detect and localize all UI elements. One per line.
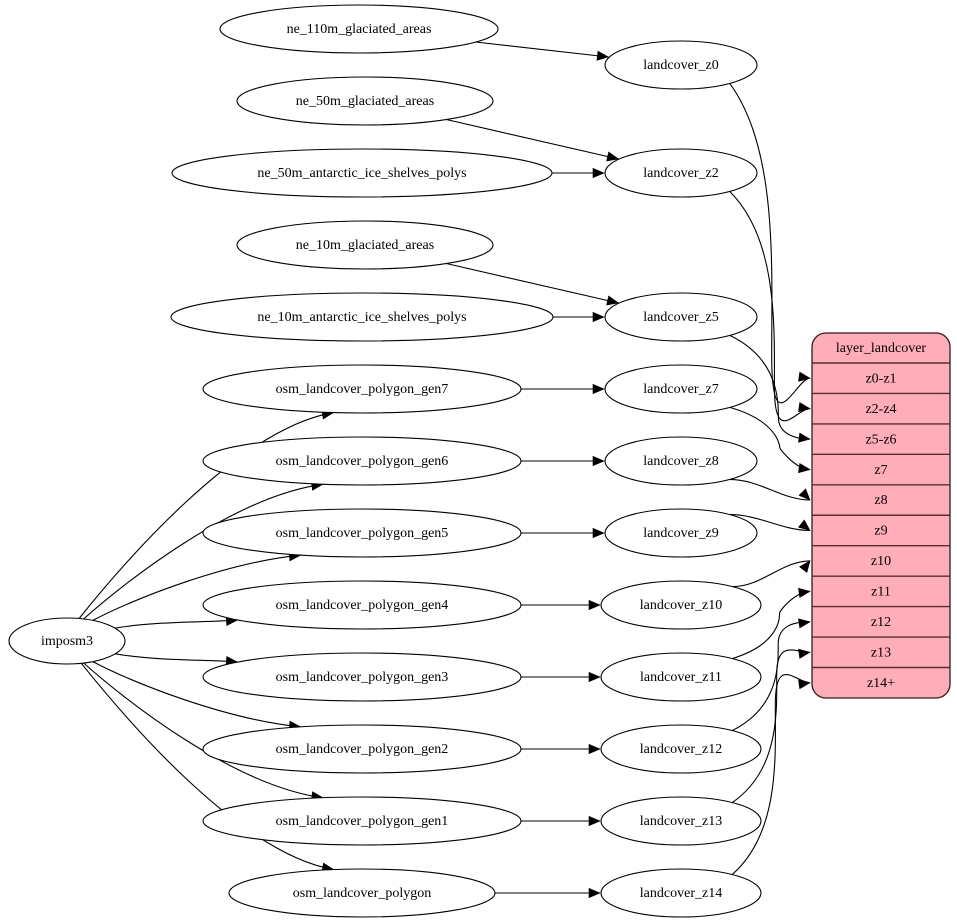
graph-node-landcover_z13[interactable]: landcover_z13: [600, 796, 762, 846]
graph-node-osm_landcover_polygon[interactable]: osm_landcover_polygon: [228, 868, 496, 918]
edge-osm_landcover_polygon_gen3-to-landcover_z11: [521, 671, 601, 683]
graph-node-ne_110m_glaciated_areas[interactable]: ne_110m_glaciated_areas: [219, 4, 499, 54]
graph-node-osm_landcover_polygon_gen4[interactable]: osm_landcover_polygon_gen4: [202, 580, 522, 630]
graph-node-landcover_z11[interactable]: landcover_z11: [600, 652, 762, 702]
edge-landcover_z2-to-record-z2-z4: [729, 191, 811, 422]
graph-node-landcover_z0[interactable]: landcover_z0: [604, 40, 758, 90]
edge-ne_110m_glaciated_areas-to-landcover_z0: [475, 41, 610, 61]
edge-osm_landcover_polygon_gen7-to-landcover_z7: [521, 383, 605, 395]
edge-landcover_z11-to-record-z11: [732, 587, 811, 660]
edge-landcover_z13-to-record-z13: [731, 648, 811, 804]
edge-osm_landcover_polygon-to-landcover_z14: [495, 887, 601, 899]
nodes-layer: imposm3 ne_110m_glaciated_areas ne_50m_gla…: [8, 4, 762, 918]
graph-node-ne_50m_antarctic_ice_shelves_polys[interactable]: ne_50m_antarctic_ice_shelves_polys: [171, 148, 553, 198]
edge-imposm3-to-osm_landcover_polygon_gen3: [115, 653, 239, 667]
edge-ne_10m_glaciated_areas-to-landcover_z5: [446, 262, 620, 306]
edge-landcover_z14-to-record-z14+: [731, 673, 811, 876]
graph-node-landcover_z9[interactable]: landcover_z9: [604, 508, 758, 558]
graph-node-ne_50m_glaciated_areas[interactable]: ne_50m_glaciated_areas: [236, 76, 494, 126]
graph-node-landcover_z8[interactable]: landcover_z8: [604, 436, 758, 486]
graph-node-osm_landcover_polygon_gen5[interactable]: osm_landcover_polygon_gen5: [202, 508, 522, 558]
graph-node-landcover_z12[interactable]: landcover_z12: [600, 724, 762, 774]
graph-node-osm_landcover_polygon_gen2[interactable]: osm_landcover_polygon_gen2: [202, 724, 522, 774]
graph-node-landcover_z5[interactable]: landcover_z5: [604, 292, 758, 342]
edge-osm_landcover_polygon_gen1-to-landcover_z13: [521, 815, 601, 827]
edge-ne_50m_antarctic_ice_shelves_polys-to-landcover_z2: [552, 167, 605, 179]
edge-landcover_z10-to-record-z10: [732, 560, 811, 588]
record-node-layer-landcover[interactable]: layer_landcoverz0-z1z2-z4z5-z6z7z8z9z10z…: [811, 332, 951, 699]
edge-landcover_z12-to-record-z12: [731, 618, 811, 732]
graph-node-imposm3[interactable]: imposm3: [8, 617, 126, 665]
graph-node-landcover_z10[interactable]: landcover_z10: [600, 580, 762, 630]
edge-landcover_z0-to-record-z0-z1: [729, 83, 811, 404]
graph-node-osm_landcover_polygon_gen3[interactable]: osm_landcover_polygon_gen3: [202, 652, 522, 702]
edge-landcover_z8-to-record-z8: [729, 478, 811, 501]
graph-node-osm_landcover_polygon_gen6[interactable]: osm_landcover_polygon_gen6: [202, 436, 522, 486]
graph-node-landcover_z7[interactable]: landcover_z7: [604, 364, 758, 414]
edge-ne_50m_glaciated_areas-to-landcover_z2: [446, 118, 620, 162]
graph-node-landcover_z14[interactable]: landcover_z14: [600, 868, 762, 918]
graph-node-ne_10m_glaciated_areas[interactable]: ne_10m_glaciated_areas: [236, 220, 494, 270]
graph-node-osm_landcover_polygon_gen1[interactable]: osm_landcover_polygon_gen1: [202, 796, 522, 846]
edge-imposm3-to-osm_landcover_polygon_gen4: [115, 615, 239, 629]
edge-landcover_z5-to-record-z5-z6: [729, 334, 811, 443]
edge-osm_landcover_polygon_gen6-to-landcover_z8: [521, 455, 605, 467]
record-node-layer: layer_landcoverz0-z1z2-z4z5-z6z7z8z9z10z…: [811, 332, 951, 699]
graph-node-ne_10m_antarctic_ice_shelves_polys[interactable]: ne_10m_antarctic_ice_shelves_polys: [170, 292, 554, 342]
edge-osm_landcover_polygon_gen4-to-landcover_z10: [521, 599, 601, 611]
edge-landcover_z9-to-record-z9: [729, 514, 811, 532]
edge-ne_10m_antarctic_ice_shelves_polys-to-landcover_z5: [553, 311, 605, 323]
edge-osm_landcover_polygon_gen2-to-landcover_z12: [521, 743, 601, 755]
edge-landcover_z7-to-record-z7: [729, 406, 811, 474]
graph-node-osm_landcover_polygon_gen7[interactable]: osm_landcover_polygon_gen7: [202, 364, 522, 414]
graph-node-landcover_z2[interactable]: landcover_z2: [604, 148, 758, 198]
edge-osm_landcover_polygon_gen5-to-landcover_z9: [521, 527, 605, 539]
